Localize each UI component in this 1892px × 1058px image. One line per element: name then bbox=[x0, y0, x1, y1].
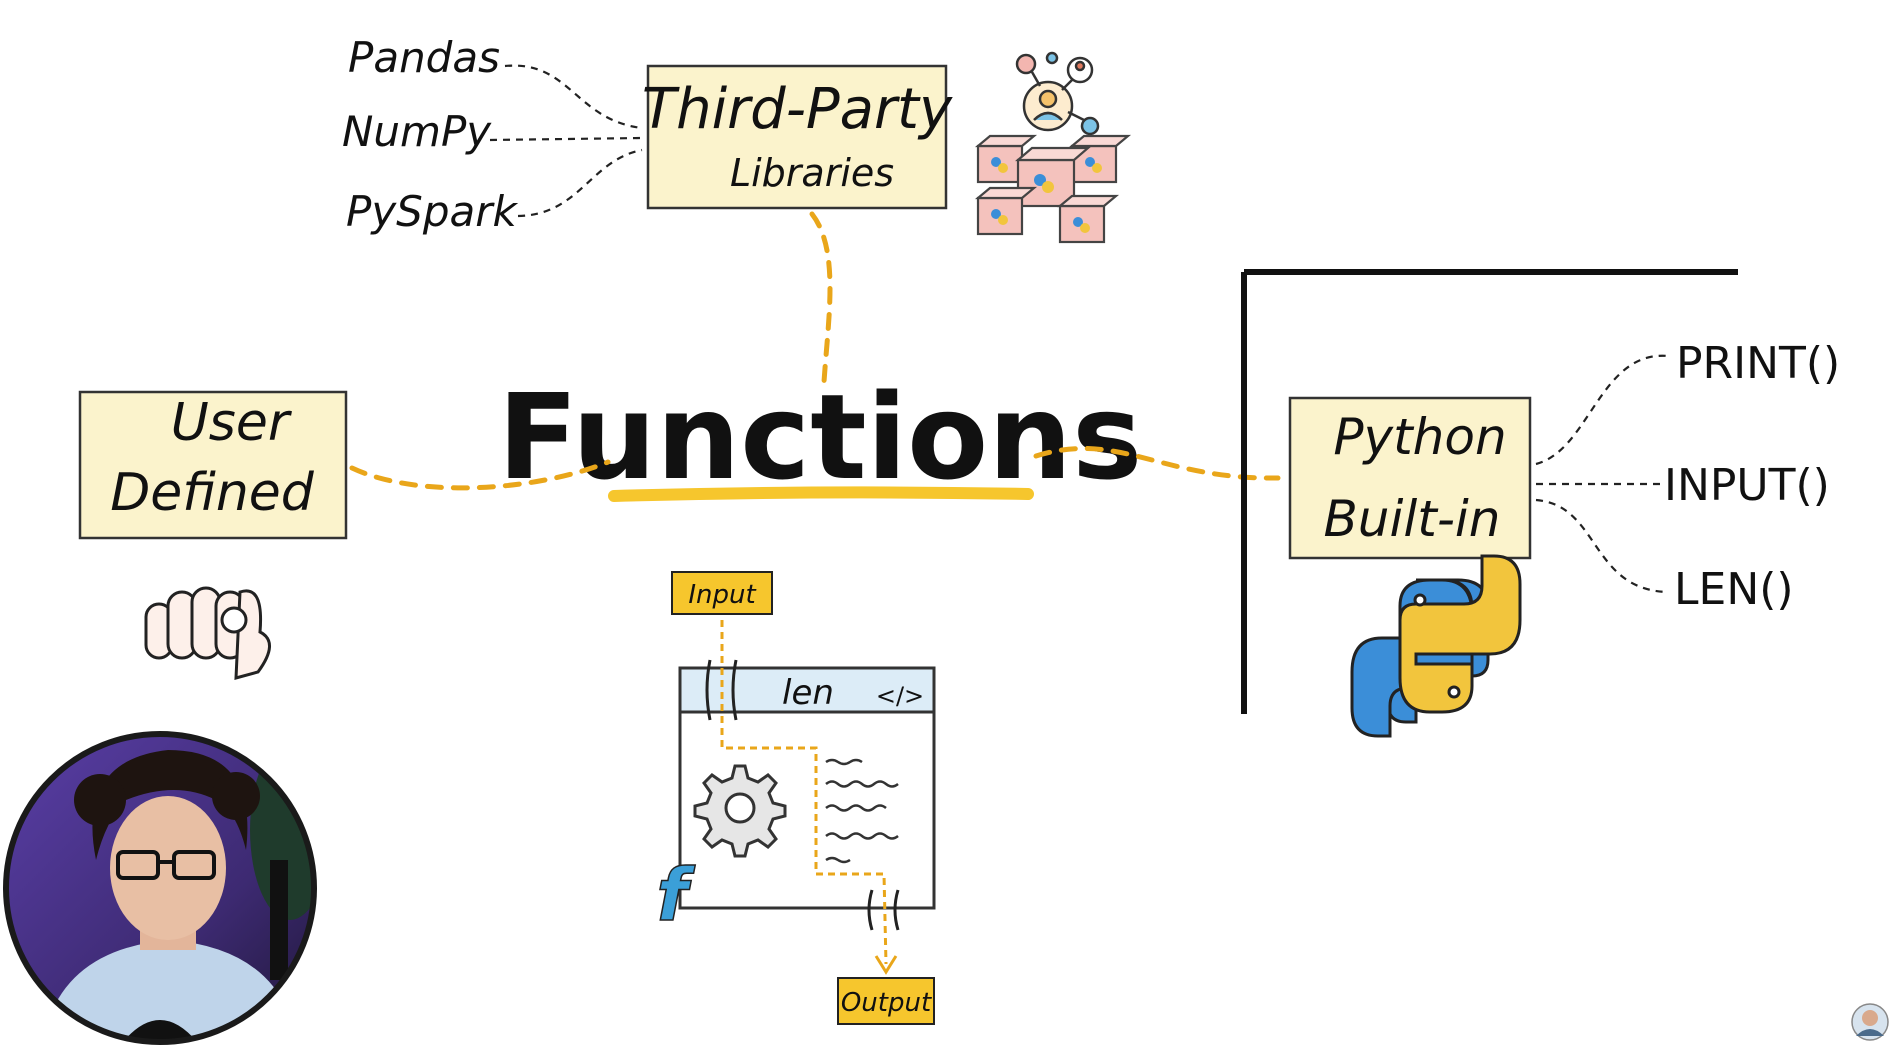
people-network-icon bbox=[1015, 51, 1100, 136]
library-pandas: Pandas bbox=[348, 33, 500, 82]
builtin-print: PRINT() bbox=[1676, 338, 1840, 389]
function-box-illustration: len </> f Input bbox=[656, 571, 936, 1025]
third-party-line1: Third-Party bbox=[642, 77, 953, 142]
python-logo-icon bbox=[1350, 554, 1522, 738]
avatar bbox=[1851, 1003, 1889, 1041]
code-icon: </> bbox=[876, 682, 924, 710]
user-defined-line2: Defined bbox=[110, 463, 315, 523]
code-lines bbox=[825, 758, 899, 864]
library-connectors bbox=[489, 64, 643, 218]
builtin-line2: Built-in bbox=[1323, 490, 1500, 548]
third-party-node: Third-Party Libraries bbox=[642, 64, 953, 210]
library-pyspark: PySpark bbox=[346, 187, 519, 236]
library-numpy: NumPy bbox=[342, 107, 492, 156]
builtin-connectors bbox=[1535, 354, 1669, 594]
page-title: Functions bbox=[498, 368, 1143, 506]
builtin-input: INPUT() bbox=[1664, 460, 1830, 511]
output-label: Output bbox=[841, 988, 932, 1018]
input-label: Input bbox=[688, 580, 756, 610]
builtin-frame bbox=[1241, 269, 1738, 714]
pointing-fist-icon bbox=[144, 586, 271, 680]
builtin-node: Python Built-in bbox=[1288, 396, 1532, 560]
builtin-line1: Python bbox=[1333, 408, 1506, 466]
third-party-line2: Libraries bbox=[730, 151, 894, 195]
function-name: len bbox=[782, 673, 834, 713]
functions-title-group: Functions bbox=[498, 368, 1143, 506]
category-connectors bbox=[349, 211, 1281, 491]
gear-icon bbox=[693, 764, 787, 858]
builtin-len: LEN() bbox=[1674, 564, 1794, 615]
user-defined-node: User Defined bbox=[78, 390, 348, 540]
packages-icon bbox=[974, 134, 1132, 244]
presenter-webcam bbox=[3, 731, 317, 1045]
user-defined-line1: User bbox=[171, 393, 293, 453]
